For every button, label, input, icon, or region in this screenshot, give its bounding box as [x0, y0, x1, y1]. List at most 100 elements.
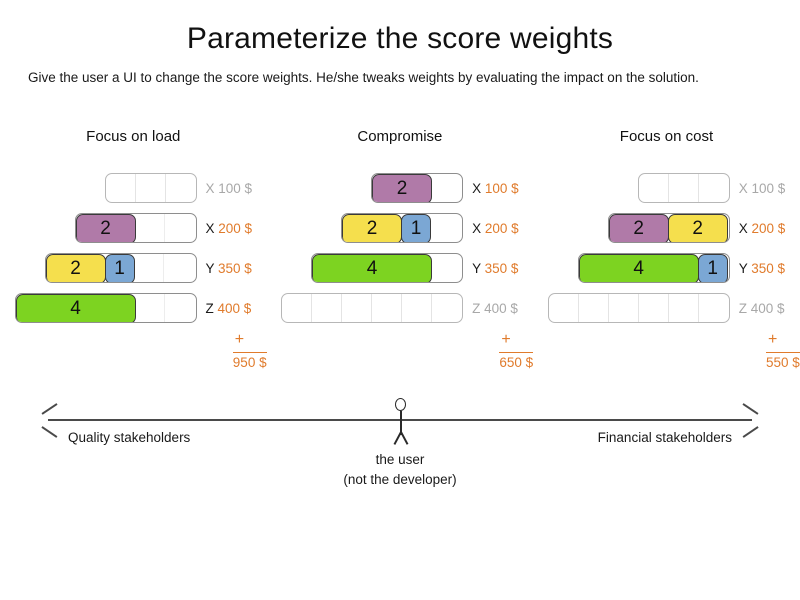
- scenario-title: Focus on cost: [619, 128, 714, 145]
- stakeholder-spectrum: Quality stakeholders Financial stakehold…: [0, 396, 800, 516]
- weight-slot[interactable]: [639, 174, 669, 202]
- user-caption-line2: (not the developer): [343, 471, 457, 487]
- weight-slot[interactable]: [639, 294, 669, 322]
- weight-slot[interactable]: [432, 294, 462, 322]
- weight-row: 2 X 200 $: [15, 208, 253, 248]
- weight-slot[interactable]: [549, 294, 579, 322]
- weight-slot[interactable]: [699, 294, 729, 322]
- weight-bar[interactable]: 2: [371, 173, 464, 203]
- row-label: Y 350 $: [739, 261, 785, 276]
- weight-bar[interactable]: [281, 293, 464, 323]
- weight-slot[interactable]: [431, 174, 461, 202]
- weight-segment[interactable]: 4: [578, 254, 699, 282]
- weight-slot[interactable]: [609, 294, 639, 322]
- weight-bar[interactable]: [637, 173, 730, 203]
- weight-slot[interactable]: [282, 294, 313, 322]
- weight-slot[interactable]: [579, 294, 609, 322]
- scenario-total: +550 $: [765, 331, 800, 370]
- row-cost: 100 $: [218, 180, 253, 196]
- weight-segment[interactable]: 1: [104, 254, 135, 282]
- weight-bar-track: [547, 293, 730, 323]
- weight-slot[interactable]: [134, 254, 164, 282]
- weight-slot[interactable]: [165, 294, 195, 322]
- row-key: Y: [205, 260, 215, 276]
- row-label: X 200 $: [739, 221, 786, 236]
- page-subtitle: Give the user a UI to change the score w…: [28, 70, 699, 85]
- weight-bar-track: [281, 293, 464, 323]
- weight-segment[interactable]: 4: [15, 294, 136, 322]
- total-rule: [499, 350, 534, 353]
- weight-bar-track: 2: [15, 213, 197, 243]
- row-key: Y: [738, 260, 748, 276]
- weight-segment[interactable]: 4: [312, 254, 433, 282]
- total-plus-sign: +: [234, 331, 245, 348]
- weight-segment[interactable]: 2: [667, 214, 728, 242]
- weight-bar[interactable]: [104, 173, 197, 203]
- row-cost: 200 $: [484, 220, 519, 236]
- total-rule: [232, 350, 267, 353]
- weight-slot[interactable]: [430, 214, 460, 242]
- weight-slot[interactable]: [431, 254, 461, 282]
- weight-segment[interactable]: 2: [608, 214, 669, 242]
- weight-slot[interactable]: [135, 214, 165, 242]
- row-cost: 400 $: [484, 300, 518, 316]
- weight-segment[interactable]: 2: [372, 174, 433, 202]
- row-label: Z 400 $: [739, 301, 785, 316]
- total-rule: [765, 350, 800, 353]
- arrow-left-icon: [41, 403, 58, 438]
- weight-bar[interactable]: 4: [311, 253, 464, 283]
- weight-segment[interactable]: 1: [401, 214, 432, 242]
- weight-segment[interactable]: 2: [342, 214, 403, 242]
- weight-bar-track: 2: [281, 173, 464, 203]
- weight-bar[interactable]: 4: [14, 293, 197, 323]
- weight-slot[interactable]: [136, 174, 166, 202]
- weight-segment[interactable]: 2: [75, 214, 136, 242]
- scenario-total: +950 $: [232, 331, 267, 370]
- weight-row: X 100 $: [548, 168, 786, 208]
- row-cost: 100 $: [751, 180, 786, 196]
- row-cost: 350 $: [751, 260, 786, 276]
- row-cost: 400 $: [750, 300, 785, 316]
- weight-row: Z 400 $: [547, 288, 786, 328]
- spectrum-left-label: Quality stakeholders: [68, 430, 191, 445]
- weight-bar[interactable]: 2: [74, 213, 197, 243]
- weight-bar[interactable]: [547, 293, 730, 323]
- figure-body-icon: [400, 411, 402, 435]
- weight-segment[interactable]: 1: [697, 254, 728, 282]
- row-label: X 200 $: [206, 221, 253, 236]
- row-key: X: [205, 220, 215, 236]
- weight-bar-track: [15, 173, 197, 203]
- weight-slot[interactable]: [135, 294, 165, 322]
- weight-slot[interactable]: [699, 174, 729, 202]
- arrow-right-icon: [742, 403, 759, 438]
- weight-segment[interactable]: 2: [45, 254, 106, 282]
- weight-slot[interactable]: [165, 214, 195, 242]
- row-key: Y: [472, 260, 481, 276]
- weight-slot[interactable]: [342, 294, 373, 322]
- total-plus-sign: +: [767, 331, 778, 348]
- weight-slot[interactable]: [106, 174, 136, 202]
- weight-slot[interactable]: [669, 294, 699, 322]
- row-label: X 200 $: [472, 221, 519, 236]
- weight-slot[interactable]: [166, 174, 196, 202]
- weight-slot[interactable]: [402, 294, 433, 322]
- weight-slot[interactable]: [669, 174, 699, 202]
- row-label: X 100 $: [739, 181, 786, 196]
- weight-slot[interactable]: [164, 254, 194, 282]
- weight-slot[interactable]: [312, 294, 343, 322]
- weight-slot[interactable]: [372, 294, 403, 322]
- row-key: X: [738, 180, 748, 196]
